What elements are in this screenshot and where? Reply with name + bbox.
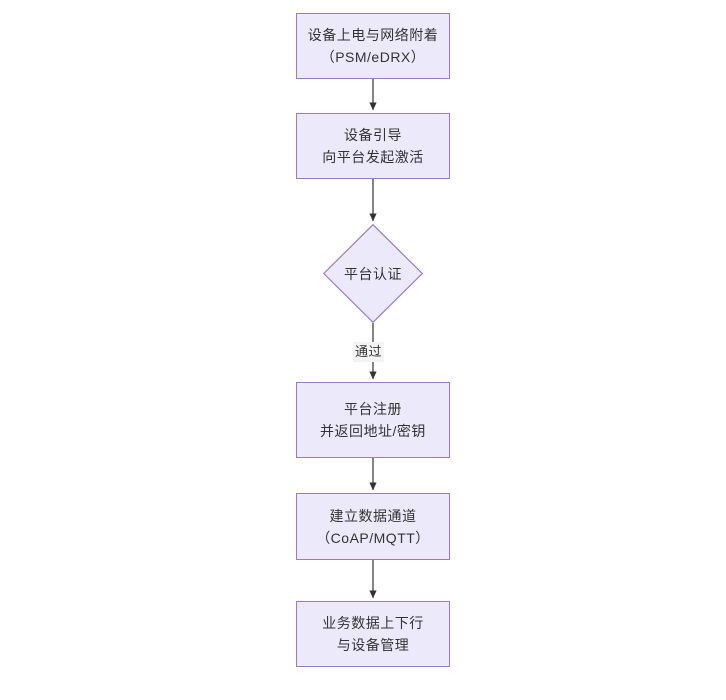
- flow-node-device-power-on[interactable]: 设备上电与网络附着 （PSM/eDRX）: [296, 13, 450, 79]
- diamond-shape-icon: [323, 224, 423, 323]
- flow-node-label-line1: 建立数据通道: [329, 507, 417, 524]
- flow-node-label-line2: （CoAP/MQTT）: [316, 529, 430, 546]
- flow-node-platform-authentication[interactable]: 平台认证: [323, 224, 423, 323]
- flow-node-label-line2: 与设备管理: [336, 637, 410, 653]
- flow-node-label-line1: 设备上电与网络附着: [307, 27, 439, 43]
- edge-label-pass: 通过: [353, 342, 385, 362]
- flow-node-label-line1: 业务数据上下行: [322, 615, 424, 631]
- flow-node-label-line2: （PSM/eDRX）: [320, 49, 426, 65]
- flow-node-business-data-and-device-management[interactable]: 业务数据上下行 与设备管理: [296, 601, 450, 667]
- flow-node-platform-registration[interactable]: 平台注册 并返回地址/密钥: [296, 382, 450, 458]
- flow-node-label-line1: 平台认证: [344, 265, 402, 282]
- flow-node-establish-data-channel[interactable]: 建立数据通道 （CoAP/MQTT）: [296, 493, 450, 560]
- flow-node-device-bootstrap[interactable]: 设备引导 向平台发起激活: [296, 113, 450, 179]
- flow-node-label-line2: 向平台发起激活: [322, 149, 424, 165]
- flow-node-label-line1: 平台注册: [344, 401, 402, 417]
- flow-node-label-line1: 设备引导: [344, 127, 402, 143]
- flow-node-label-line2: 并返回地址/密钥: [320, 423, 426, 439]
